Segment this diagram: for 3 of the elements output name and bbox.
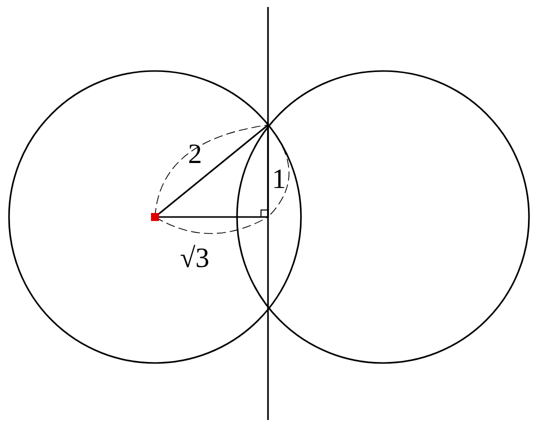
length-label: √3: [180, 245, 210, 273]
length-label: 2: [188, 141, 202, 169]
length-label: 1: [272, 166, 286, 194]
